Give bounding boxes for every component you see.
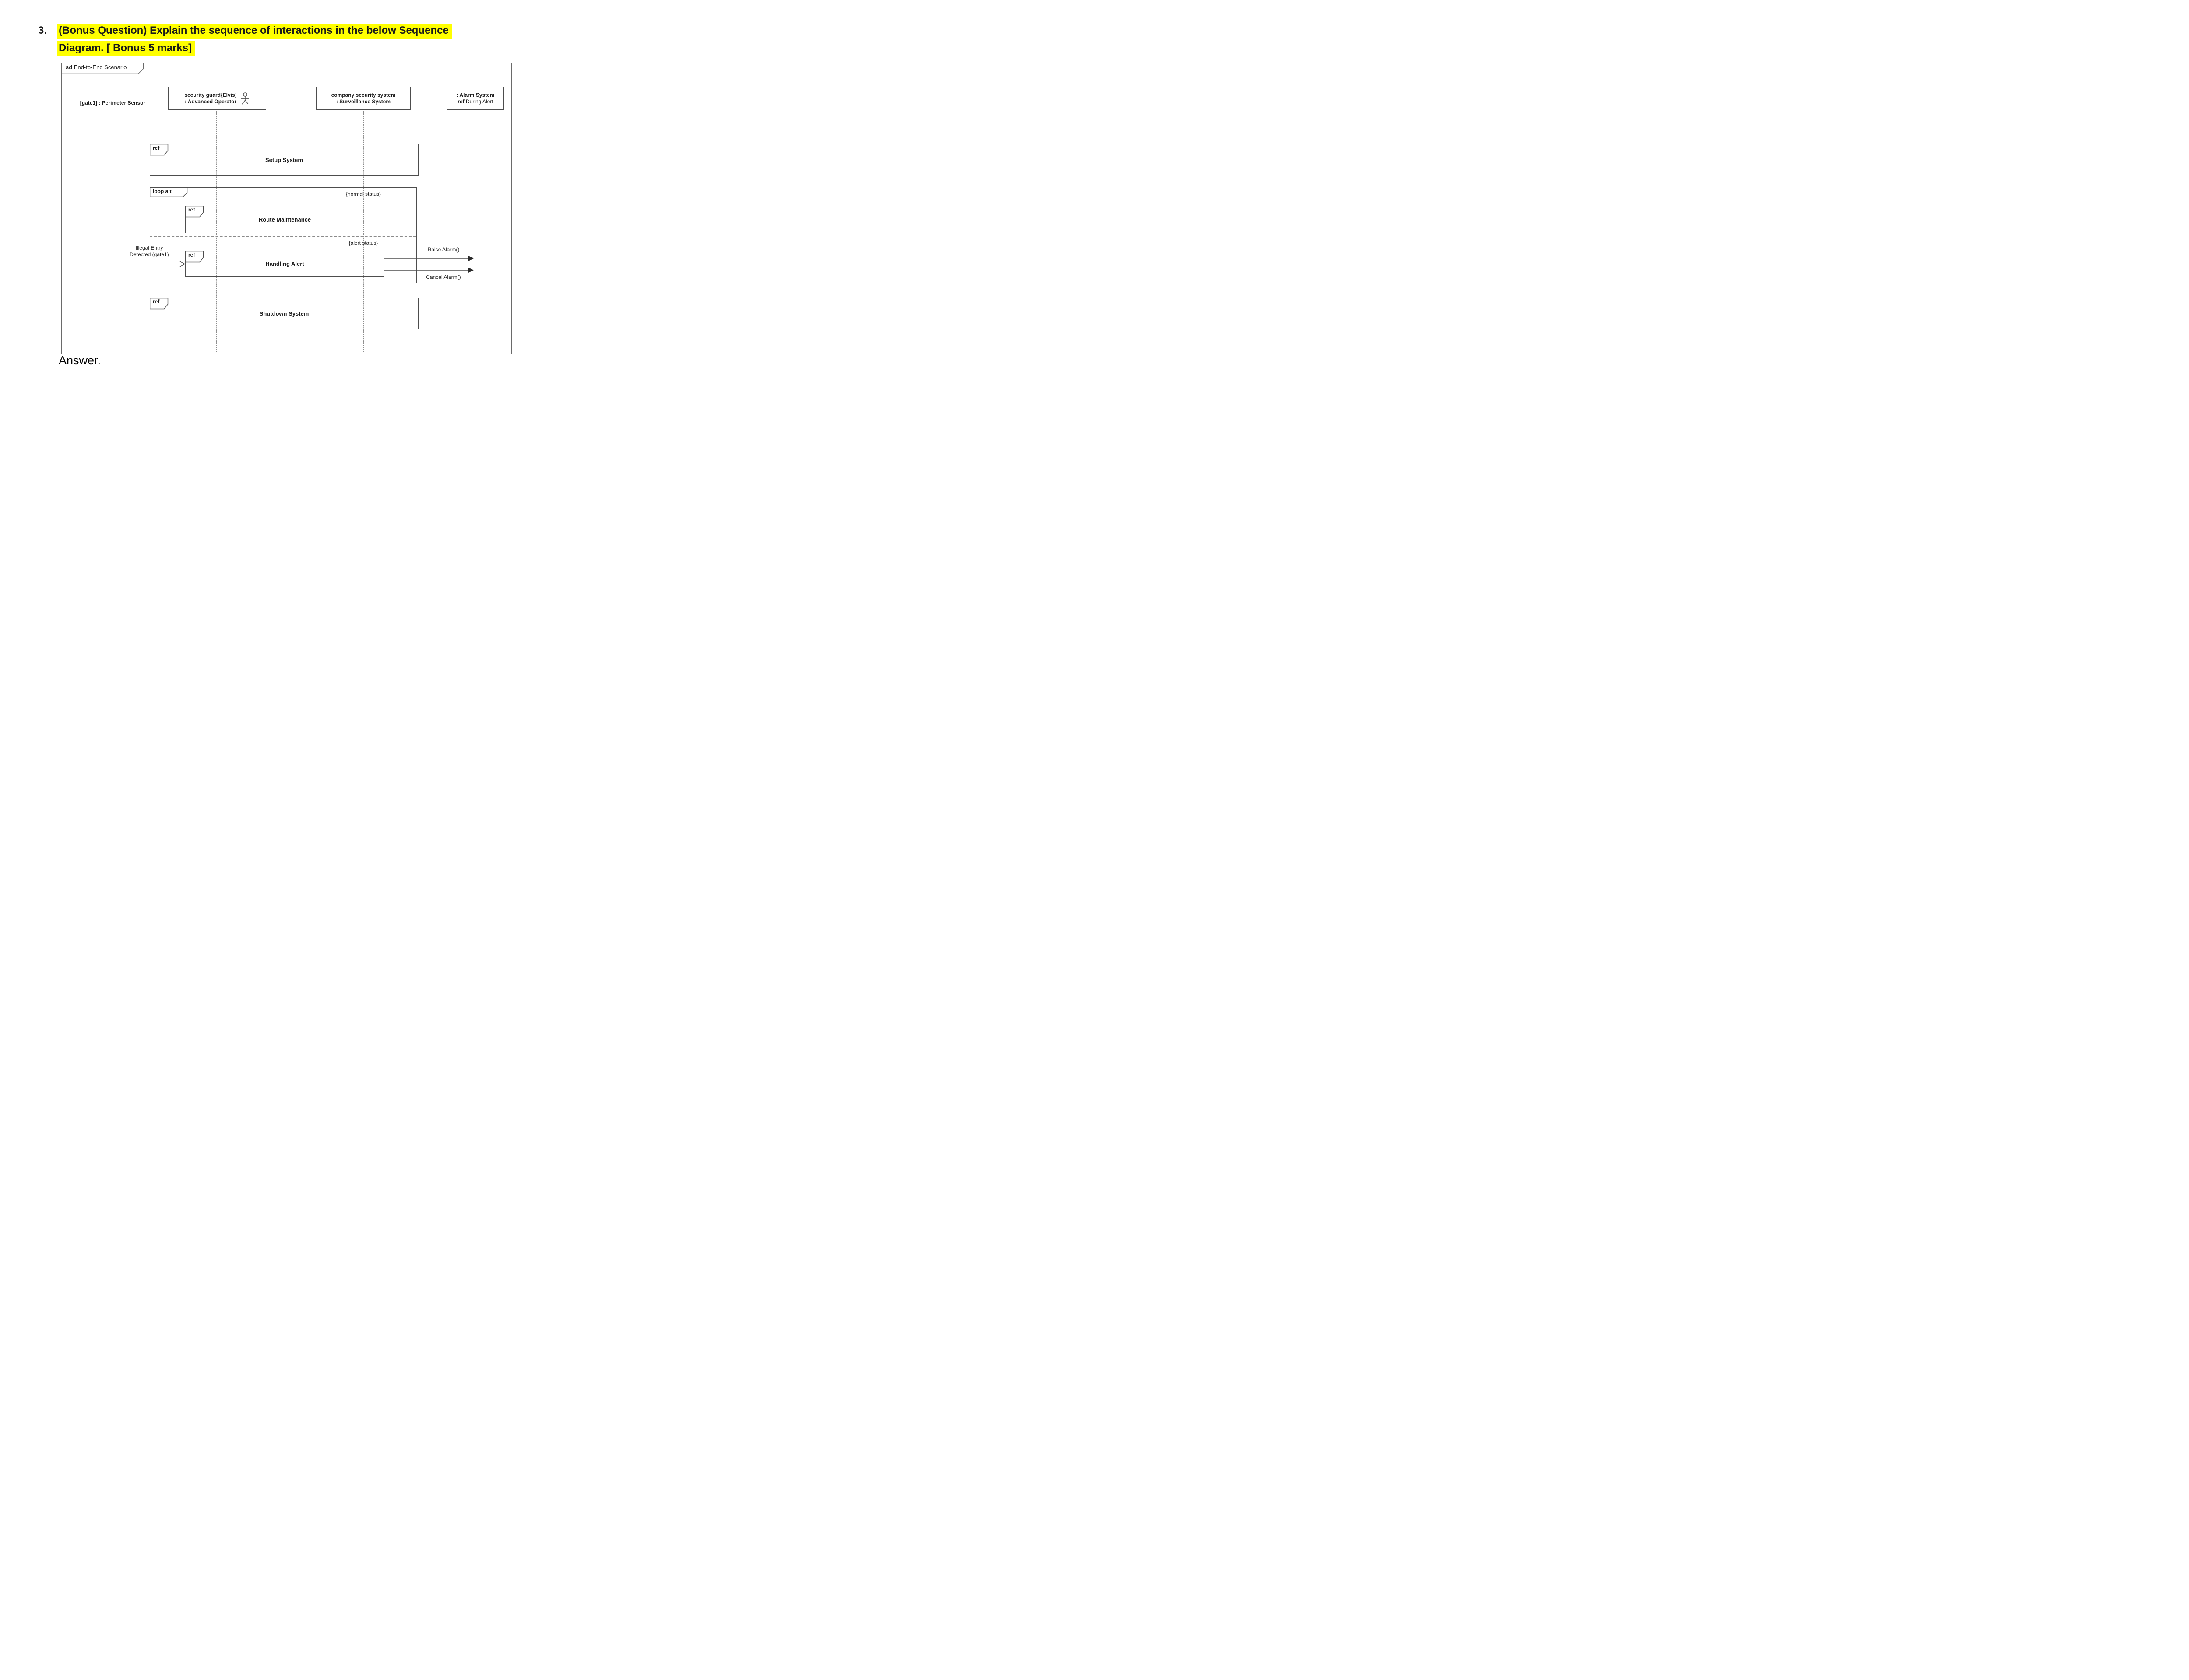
actor-icon <box>241 92 249 104</box>
fragment-operator-tab: ref <box>150 298 169 310</box>
lifeline-head-surveillance-system: company security system : Surveillance S… <box>316 87 411 110</box>
fragment-operator-tab: loop alt <box>150 187 188 197</box>
lifeline-head-label: security guard{Elvis] : Advanced Operato… <box>184 92 236 105</box>
fragment-setup-system: Setup System ref <box>150 144 419 176</box>
fragment-name: Setup System <box>265 156 303 163</box>
message-arrow-raise-alarm <box>384 255 474 261</box>
fragment-shutdown-system: Shutdown System ref <box>150 298 419 329</box>
operator-name-line: security guard{Elvis] <box>184 92 237 98</box>
guard-normal-status: {normal status} <box>345 191 381 197</box>
frame-name: End-to-End Scenario <box>74 64 127 70</box>
operator-keyword: ref <box>153 299 160 305</box>
alarm-name-line: : Alarm System <box>456 92 495 98</box>
lifeline-advanced-operator <box>216 109 217 352</box>
fragment-operator-tab: ref <box>150 144 169 156</box>
fragment-name: Handling Alert <box>265 261 304 267</box>
question-text: (Bonus Question) Explain the sequence of… <box>57 22 452 57</box>
lifeline-head-advanced-operator: security guard{Elvis] : Advanced Operato… <box>168 87 266 110</box>
lifeline-head-label: : Alarm System ref During Alert <box>457 92 495 105</box>
operator-keyword: ref <box>188 207 195 213</box>
question-block: 3. (Bonus Question) Explain the sequence … <box>38 22 452 57</box>
sd-frame-tab: sd End-to-End Scenario <box>61 63 144 74</box>
guard-alert-status: {alert status} <box>348 240 378 246</box>
sequence-diagram-frame <box>61 63 512 354</box>
message-label-raise-alarm: Raise Alarm() <box>427 247 460 253</box>
message-line1: Illegal Entry <box>135 245 163 251</box>
message-label-illegal-entry: Illegal Entry Detected (gate1) <box>123 245 176 258</box>
system-name-line: company security system <box>331 92 396 98</box>
pentagon-tab-shape <box>61 63 144 74</box>
lifeline-head-alarm-system: : Alarm System ref During Alert <box>447 87 504 110</box>
message-arrow-illegal-entry <box>113 261 186 267</box>
lifeline-head-perimeter-sensor: [gate1] : Perimeter Sensor <box>67 96 158 110</box>
alt-separator-line <box>150 236 416 237</box>
exam-page: 3. (Bonus Question) Explain the sequence … <box>0 0 594 420</box>
lifeline-head-label: [gate1] : Perimeter Sensor <box>80 100 146 106</box>
fragment-operator-tab: ref <box>185 251 204 263</box>
ref-name: During Alert <box>465 98 493 105</box>
fragment-operator-tab: ref <box>185 206 204 218</box>
question-number: 3. <box>38 25 47 36</box>
lifeline-head-label: company security system : Surveillance S… <box>331 92 396 105</box>
lifeline-surveillance-system <box>363 109 364 352</box>
fragment-loop-alt: loop alt <box>150 187 417 283</box>
answer-label: Answer. <box>59 354 101 367</box>
system-type-line: : Surveillance System <box>336 98 391 105</box>
ref-keyword: ref <box>458 98 465 105</box>
operator-keyword: ref <box>188 252 195 258</box>
question-line2-highlight: Diagram. [ Bonus 5 marks] <box>57 41 196 56</box>
fragment-route-maintenance: Route Maintenance ref <box>185 206 384 233</box>
fragment-handling-alert: Handling Alert ref <box>185 251 384 277</box>
message-label-cancel-alarm: Cancel Alarm() <box>426 274 461 280</box>
fragment-name: Shutdown System <box>259 310 309 317</box>
message-arrow-cancel-alarm <box>384 267 474 273</box>
message-line2: Detected (gate1) <box>130 251 169 257</box>
operator-type-line: : Advanced Operator <box>184 98 237 105</box>
operator-keyword: ref <box>153 145 160 151</box>
fragment-name: Route Maintenance <box>258 216 311 223</box>
operator-keyword: loop alt <box>153 188 172 194</box>
frame-keyword: sd <box>66 64 73 70</box>
alarm-ref-line: ref During Alert <box>458 99 493 105</box>
frame-title: sd End-to-End Scenario <box>66 64 127 70</box>
question-line1-highlight: (Bonus Question) Explain the sequence of… <box>57 24 452 39</box>
